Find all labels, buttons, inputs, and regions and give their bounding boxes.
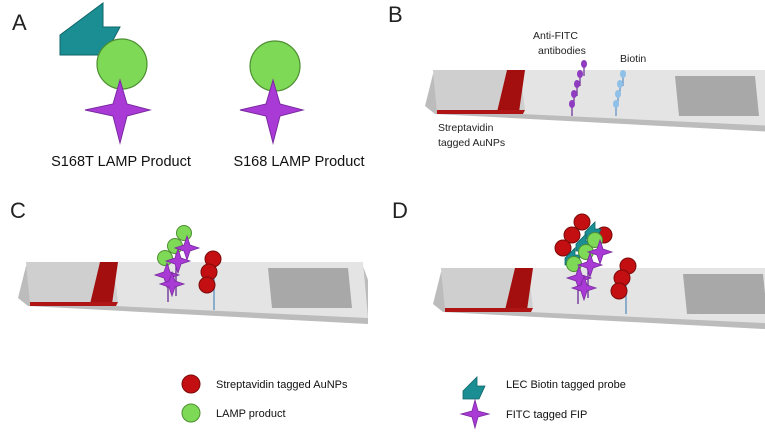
panel-b-letter: B <box>388 2 403 27</box>
panel-a-letter: A <box>12 10 27 35</box>
aunp-icon <box>181 374 201 394</box>
fitc-fip-icon <box>459 398 491 430</box>
biotin-label: Biotin <box>620 53 646 65</box>
test-strip <box>433 268 765 330</box>
panel-d-letter: D <box>392 198 408 223</box>
panel-b: B Anti-FITC antibodies Biotin Streptavid… <box>388 2 765 149</box>
s168t-construct: S168T LAMP Product <box>51 2 191 170</box>
streptavidin-label-1: Streptavidin <box>438 122 494 134</box>
panel-c: C <box>10 198 368 324</box>
s168-caption: S168 LAMP Product <box>233 154 364 170</box>
panel-a: A S168T LAMP Product S168 LAMP Product <box>12 2 365 170</box>
anti-fitc-label-2: antibodies <box>538 45 586 57</box>
lec-probe-icon <box>59 2 121 56</box>
lamp-product-icon <box>181 403 201 423</box>
anti-fitc-label-1: Anti-FITC <box>533 30 578 42</box>
legend-item-lamp: LAMP product <box>181 403 286 423</box>
panel-c-letter: C <box>10 198 26 223</box>
legend-item-aunp: Streptavidin tagged AuNPs <box>181 374 348 394</box>
legend: Streptavidin tagged AuNPs LAMP product L… <box>181 374 626 430</box>
captured-complexes <box>554 213 637 314</box>
s168t-caption: S168T LAMP Product <box>51 154 191 170</box>
captured-complexes <box>154 225 222 310</box>
lec-probe-icon <box>462 376 486 400</box>
legend-label-fitc-fip: FITC tagged FIP <box>506 409 587 421</box>
legend-item-lec-probe: LEC Biotin tagged probe <box>462 376 626 400</box>
fitc-fip-icon <box>84 78 152 145</box>
fitc-fip-icon <box>239 78 305 145</box>
legend-item-fitc-fip: FITC tagged FIP <box>459 398 587 430</box>
panel-d: D <box>392 198 765 330</box>
lamp-product-icon <box>96 38 148 90</box>
s168-construct: S168 LAMP Product <box>233 40 365 170</box>
lamp-product-icon <box>249 40 301 92</box>
legend-label-lec-probe: LEC Biotin tagged probe <box>506 379 626 391</box>
test-strip <box>18 262 368 324</box>
legend-label-aunp: Streptavidin tagged AuNPs <box>216 379 348 391</box>
streptavidin-label-2: tagged AuNPs <box>438 137 505 149</box>
legend-label-lamp: LAMP product <box>216 408 286 420</box>
